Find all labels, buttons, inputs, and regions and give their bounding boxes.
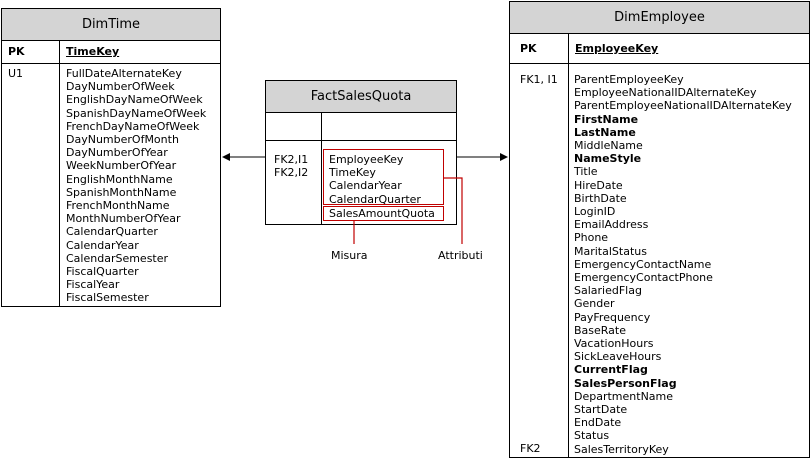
field-item: Gender — [574, 297, 615, 311]
field-item: DayNumberOfMonth — [66, 133, 179, 147]
field-item: FullDateAlternateKey — [66, 67, 182, 80]
field-item: CalendarYear — [329, 179, 402, 193]
field-item: EnglishMonthName — [66, 172, 173, 186]
field-item: EndDate — [574, 416, 622, 430]
field-item: BaseRate — [574, 323, 627, 337]
entity-title: DimTime — [2, 9, 220, 41]
field-item: HireDate — [574, 178, 623, 192]
field-item: DayNumberOfYear — [66, 146, 168, 160]
column-divider — [321, 113, 322, 224]
field-item: BirthDate — [574, 191, 627, 205]
field-item: CurrentFlag — [574, 363, 648, 377]
key-marker: FK2,I1 — [274, 153, 309, 166]
field-item: FirstName — [574, 112, 639, 126]
entity-dimemployee: DimEmployee PK EmployeeKey FK1, I1 FK2 P… — [509, 1, 810, 458]
key-marker: FK1, I1 — [520, 73, 558, 86]
column-divider — [568, 34, 569, 457]
field-item: StartDate — [574, 403, 628, 417]
field-item: SalariedFlag — [574, 284, 642, 298]
field-item: EmployeeNationalIDAlternateKey — [574, 86, 757, 100]
field-item: SpanishMonthName — [66, 185, 177, 199]
field-item: LastName — [574, 125, 636, 139]
entity-title: FactSalesQuota — [266, 81, 456, 113]
field-item: NameStyle — [574, 152, 642, 166]
field-item: EmergencyContactPhone — [574, 271, 713, 285]
pk-label: PK — [8, 45, 25, 58]
field-item: PayFrequency — [574, 310, 651, 324]
key-markers: FK2 — [520, 442, 541, 455]
key-markers: FK1, I1 — [520, 73, 558, 86]
field-item: DayNumberOfWeek — [66, 80, 175, 94]
field-item: SalesAmountQuota — [329, 207, 435, 220]
field-item: EmailAddress — [574, 218, 649, 232]
key-marker: FK2 — [520, 442, 541, 455]
field-item: TimeKey — [329, 166, 376, 180]
field-item: CalendarSemester — [66, 251, 169, 265]
field-item: Status — [574, 429, 610, 443]
pk-field: EmployeeKey — [575, 42, 659, 55]
entity-dimtime: DimTime PK TimeKey U1 FullDateAlternateK… — [1, 8, 221, 307]
field-item: SickLeaveHours — [574, 350, 662, 364]
measure-field: SalesAmountQuota — [329, 207, 435, 220]
field-item: FiscalYear — [66, 278, 120, 292]
field-item: FiscalQuarter — [66, 265, 139, 279]
key-marker: FK2,I2 — [274, 166, 309, 180]
field-item: VacationHours — [574, 337, 654, 351]
field-item: SalesTerritoryKey — [574, 442, 669, 456]
attributes-connector — [444, 177, 463, 244]
pk-field: TimeKey — [66, 45, 120, 58]
attribute-field-list: EmployeeKey TimeKey CalendarYear Calenda… — [329, 153, 421, 206]
field-item: FiscalSemester — [66, 291, 149, 305]
field-item: CalendarQuarter — [66, 225, 158, 239]
key-markers: U1 — [8, 67, 23, 80]
field-item: EmergencyContactName — [574, 257, 712, 271]
attributes-annotation: Attributi — [438, 249, 483, 262]
field-item: DepartmentName — [574, 389, 674, 403]
attributes-highlight-box — [323, 149, 444, 205]
field-item: EnglishDayNameOfWeek — [66, 93, 203, 107]
field-item: WeekNumberOfYear — [66, 159, 177, 173]
field-item: MonthNumberOfYear — [66, 212, 181, 226]
pk-section: PK EmployeeKey — [510, 34, 809, 64]
field-item: MiddleName — [574, 139, 643, 153]
key-markers: FK2,I1 FK2,I2 — [274, 153, 308, 179]
field-item: FrenchDayNameOfWeek — [66, 119, 200, 133]
field-item: SalesPersonFlag — [574, 376, 677, 390]
entity-factsalesquota: FactSalesQuota FK2,I1 FK2,I2 EmployeeKey… — [265, 80, 457, 225]
entity-title: DimEmployee — [510, 2, 809, 34]
column-divider — [59, 41, 60, 306]
measure-annotation: Misura — [331, 249, 368, 262]
pk-section: PK TimeKey — [2, 41, 220, 64]
field-item: SpanishDayNameOfWeek — [66, 106, 207, 120]
field-item: LoginID — [574, 205, 616, 219]
field-item: FrenchMonthName — [66, 199, 170, 213]
measure-highlight-box — [323, 206, 444, 221]
field-item: Title — [574, 165, 598, 179]
field-item: CalendarYear — [66, 238, 139, 252]
field-item: Phone — [574, 231, 609, 245]
field-item: ParentEmployeeNationalIDAlternateKey — [574, 99, 792, 113]
field-item: MaritalStatus — [574, 244, 647, 258]
field-item: CalendarQuarter — [329, 192, 421, 206]
key-marker: U1 — [8, 67, 24, 80]
field-item: ParentEmployeeKey — [574, 73, 684, 86]
pk-section — [266, 113, 456, 141]
field-item: EmployeeKey — [329, 153, 404, 166]
pk-label: PK — [520, 42, 537, 55]
